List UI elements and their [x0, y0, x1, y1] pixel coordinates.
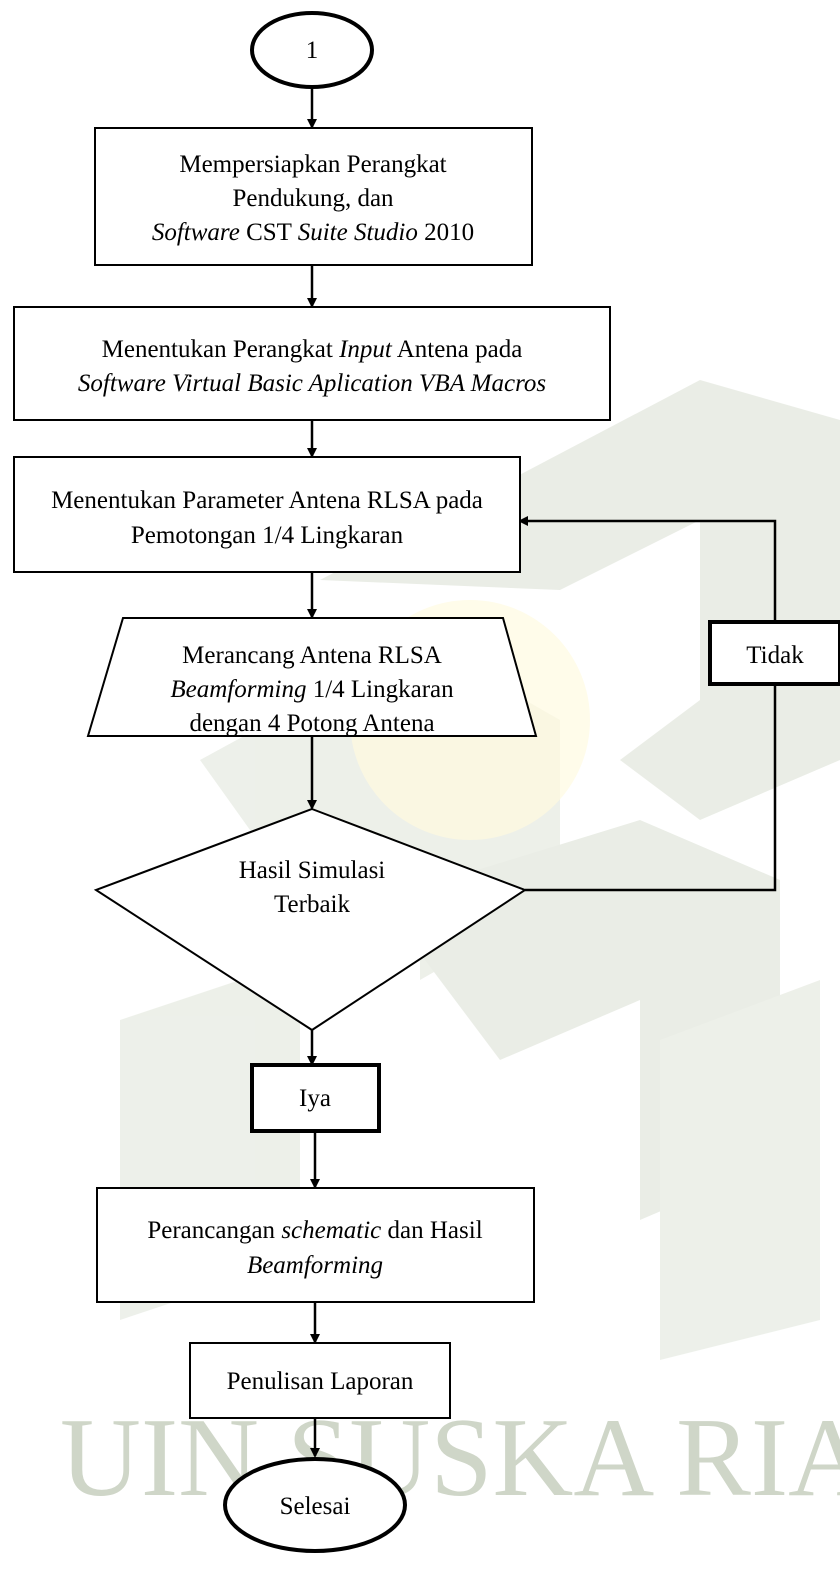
step4-line3: dengan 4 Potong Antena [189, 710, 434, 737]
step4-line2: Beamforming 1/4 Lingkaran [170, 676, 454, 703]
step1-line3: Software CST Suite Studio 2010 [152, 219, 474, 246]
decision-line1: Hasil Simulasi [239, 857, 386, 884]
step1-line1: Mempersiapkan Perangkat [179, 151, 446, 178]
step2-line1: Menentukan Perangkat Input Antena pada [102, 336, 523, 363]
process-prepare: Mempersiapkan Perangkat Pendukung, dan S… [94, 127, 533, 266]
step2-line2: Software Virtual Basic Aplication VBA Ma… [78, 370, 546, 397]
no-label: Tidak [746, 642, 804, 669]
decision-best-result: Hasil Simulasi Terbaik [93, 807, 528, 1032]
yes-label: Iya [299, 1085, 331, 1112]
start-label: 1 [306, 37, 319, 64]
end-terminal: Selesai [223, 1457, 407, 1553]
process-report: Penulisan Laporan [189, 1342, 451, 1419]
no-label-box: Tidak [708, 620, 840, 686]
step4-line1: Merancang Antena RLSA [182, 642, 442, 669]
process-input-device: Menentukan Perangkat Input Antena pada S… [13, 306, 611, 421]
step5-line1: Perancangan schematic dan Hasil [147, 1217, 482, 1244]
yes-label-box: Iya [250, 1063, 381, 1133]
manual-operation-design: Merancang Antena RLSA Beamforming 1/4 Li… [86, 617, 538, 737]
decision-line2: Terbaik [274, 891, 350, 918]
step3-line2: Pemotongan 1/4 Lingkaran [131, 522, 404, 549]
start-terminal: 1 [250, 11, 374, 89]
step5-line2: Beamforming [247, 1252, 383, 1279]
step6-label: Penulisan Laporan [227, 1368, 414, 1395]
process-parameters: Menentukan Parameter Antena RLSA pada Pe… [13, 456, 521, 573]
connectors [307, 88, 777, 1458]
process-schematic: Perancangan schematic dan Hasil Beamform… [96, 1187, 535, 1303]
step1-line2: Pendukung, dan [232, 185, 394, 212]
end-label: Selesai [280, 1493, 351, 1520]
step3-line1: Menentukan Parameter Antena RLSA pada [51, 487, 483, 514]
